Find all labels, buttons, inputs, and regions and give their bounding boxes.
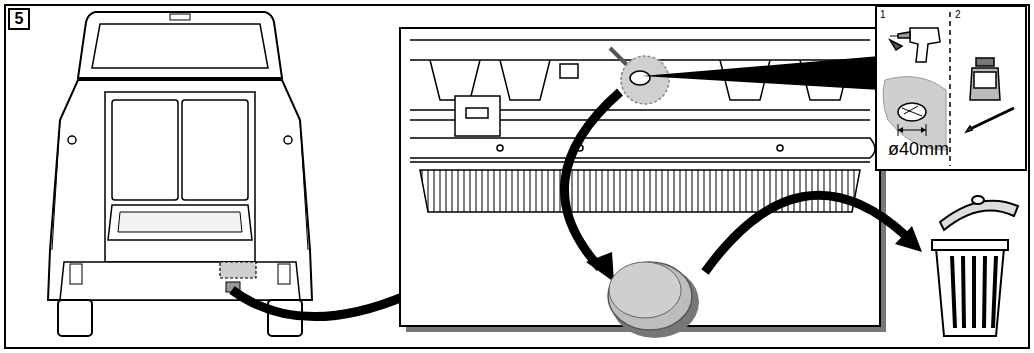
rubber-plug (608, 262, 699, 338)
tool-panel (876, 6, 1026, 170)
detail-inset (400, 28, 886, 332)
step-number: 5 (15, 11, 24, 27)
step-number-box: 5 (8, 8, 30, 30)
arrow-head (586, 252, 614, 282)
outer-frame (5, 5, 1029, 348)
pointer-arrow (232, 290, 405, 317)
callout-number: 1 (880, 10, 886, 20)
dimension-label: ø40mm (888, 140, 949, 158)
car-rear-view (48, 12, 312, 336)
trash-can (932, 196, 1018, 336)
pointer-arrow (705, 195, 905, 272)
arrow-head (895, 226, 922, 252)
callout-number: 2 (955, 10, 961, 20)
pointer-arrow (564, 92, 620, 268)
zoom-wedge (642, 56, 880, 90)
